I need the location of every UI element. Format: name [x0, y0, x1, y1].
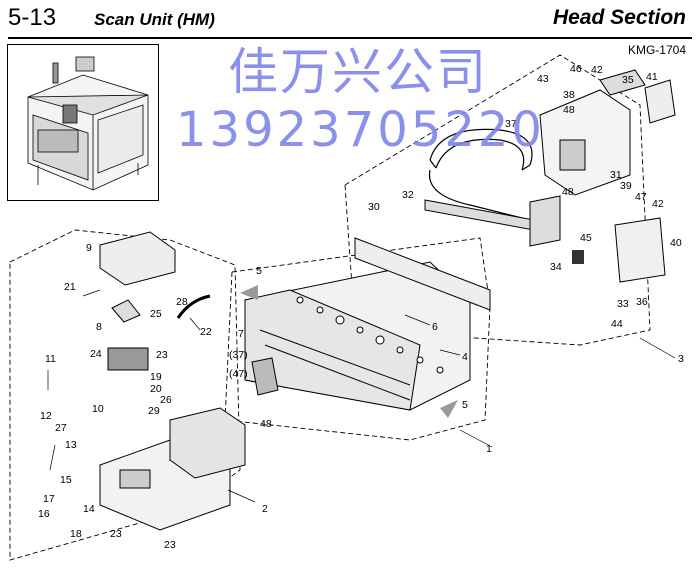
callout-6: 6: [432, 321, 438, 333]
board-19: [107, 347, 149, 371]
bar-32: [424, 199, 546, 233]
camera-37: [251, 357, 279, 396]
plate-30: [354, 237, 491, 311]
callout-12: 12: [40, 410, 52, 422]
watermark-phone: 13923705220: [176, 102, 545, 158]
callout-31: 31: [610, 169, 622, 181]
cover-9: [99, 231, 176, 286]
callout-41: 41: [646, 71, 658, 83]
callout-1: 1: [486, 443, 492, 455]
callout-25: 25: [150, 308, 162, 320]
callout-5a: 5: [256, 265, 262, 277]
head-bracket-31: [539, 69, 646, 196]
callout-13: 13: [65, 439, 77, 451]
callout-40: 40: [670, 237, 682, 249]
page-number: 5-13: [8, 4, 57, 31]
callout-14: 14: [83, 503, 95, 515]
callout-42a: 42: [591, 64, 603, 76]
callout-3: 3: [678, 353, 684, 365]
callout-37-paren: (37): [229, 349, 248, 361]
callout-10: 10: [92, 403, 104, 415]
callout-7: 7: [238, 328, 244, 340]
callout-17: 17: [43, 493, 55, 505]
head-section-title: Head Section: [552, 6, 686, 29]
callout-42b: 42: [652, 198, 664, 210]
callout-32: 32: [402, 189, 414, 201]
callout-4: 4: [462, 351, 468, 363]
callout-28: 28: [176, 296, 188, 308]
callout-15: 15: [60, 474, 72, 486]
callout-33: 33: [617, 298, 629, 310]
header-rule: [8, 37, 692, 39]
callout-45: 45: [580, 232, 592, 244]
callout-23b: 23: [110, 528, 122, 540]
group-outline-2: [9, 229, 241, 561]
callout-44: 44: [611, 318, 623, 330]
callout-46: 46: [570, 63, 582, 75]
watermark-company: 佳万兴公司: [228, 43, 488, 101]
callout-48b: 48: [562, 186, 574, 198]
callout-21: 21: [64, 281, 76, 293]
document-code: KMG-1704: [627, 43, 686, 57]
block-34: [529, 195, 561, 247]
scan-assembly-part-2: [99, 407, 246, 531]
callout-29: 29: [148, 405, 160, 417]
callout-24: 24: [90, 348, 102, 360]
callout-26: 26: [160, 394, 172, 406]
callout-39: 39: [620, 180, 632, 192]
callout-23a: 23: [156, 349, 168, 361]
callout-48c: 48: [260, 418, 272, 430]
callout-23c: 23: [164, 539, 176, 551]
sensor-45: [572, 250, 584, 264]
callout-43: 43: [537, 73, 549, 85]
callout-20: 20: [150, 383, 162, 395]
callout-37: 37: [505, 118, 517, 130]
bracket-36: [614, 217, 666, 283]
callout-27: 27: [55, 422, 67, 434]
callout-34: 34: [550, 261, 562, 273]
callout-2: 2: [262, 503, 268, 515]
callout-30: 30: [368, 201, 380, 213]
section-title: Scan Unit (HM): [94, 10, 215, 29]
callout-47-paren: (47): [229, 368, 248, 380]
machine-illustration: [27, 56, 149, 191]
callout-16: 16: [38, 508, 50, 520]
callout-9: 9: [86, 242, 92, 254]
callout-19: 19: [150, 371, 162, 383]
callout-5b: 5: [462, 399, 468, 411]
callout-18: 18: [70, 528, 82, 540]
callout-11: 11: [45, 353, 56, 365]
bracket-8: [111, 299, 141, 323]
callout-22: 22: [200, 326, 212, 338]
callout-36: 36: [636, 296, 648, 308]
machine-thumbnail: [7, 44, 159, 201]
plate-41: [644, 79, 676, 124]
callout-35: 35: [622, 74, 634, 86]
flat-cable-37: [428, 128, 533, 221]
callout-48a: 48: [563, 104, 575, 116]
callout-47: 47: [635, 191, 647, 203]
callout-38: 38: [563, 89, 575, 101]
scan-frame-part-1: [244, 261, 471, 411]
marker-triangle-left: [240, 285, 258, 300]
callout-8: 8: [96, 321, 102, 333]
marker-triangle-right: [440, 400, 458, 418]
cable-22: [176, 294, 211, 319]
